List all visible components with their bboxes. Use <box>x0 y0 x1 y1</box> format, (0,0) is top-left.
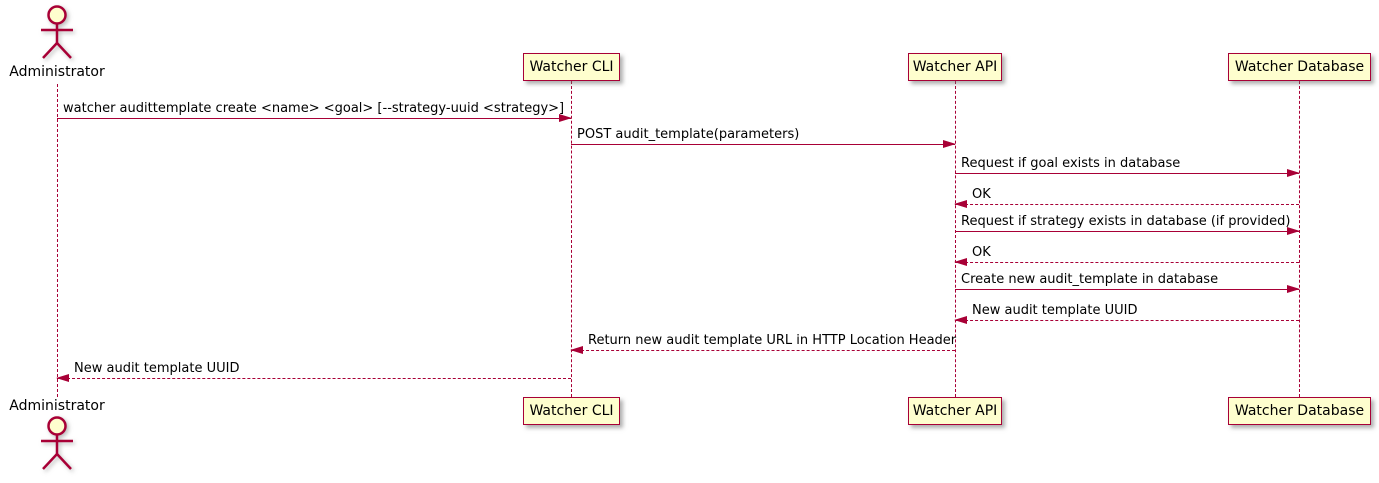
message-arrow <box>954 316 1299 324</box>
participant-label: Watcher API <box>912 59 998 75</box>
message-arrow <box>954 200 1299 208</box>
actor-label-administrator-bottom: Administrator <box>9 398 105 414</box>
message-new-uuid-from-db: New audit template UUID <box>954 303 1299 324</box>
participant-label: Watcher Database <box>1234 403 1365 419</box>
message-label: POST audit_template(parameters) <box>577 127 800 142</box>
message-create-audit-template-db: Create new audit_template in database <box>955 272 1300 293</box>
message-label: Request if strategy exists in database (… <box>961 214 1291 229</box>
message-goal-ok: OK <box>954 187 1299 208</box>
participant-label: Watcher CLI <box>529 403 614 419</box>
message-request-strategy-exists: Request if strategy exists in database (… <box>955 214 1300 235</box>
lifeline-watcher-api <box>955 81 956 397</box>
actor-icon <box>41 5 73 59</box>
actor-icon <box>41 416 73 470</box>
arrowhead-icon <box>56 374 69 382</box>
message-arrow <box>56 374 571 382</box>
arrowhead-icon <box>943 140 956 148</box>
message-arrow <box>954 258 1299 266</box>
arrowhead-icon <box>954 258 967 266</box>
arrowhead-icon <box>1287 285 1300 293</box>
participant-box-watcher-database-top: Watcher Database <box>1228 53 1371 81</box>
message-strategy-ok: OK <box>954 245 1299 266</box>
lifeline-watcher-database <box>1299 81 1300 397</box>
arrowhead-icon <box>954 200 967 208</box>
participant-box-watcher-api-top: Watcher API <box>908 53 1002 81</box>
message-new-uuid-to-admin: New audit template UUID <box>56 361 571 382</box>
participant-box-watcher-database-bottom: Watcher Database <box>1228 397 1371 425</box>
participant-box-watcher-cli-top: Watcher CLI <box>523 53 620 81</box>
message-label: watcher audittemplate create <name> <goa… <box>63 101 565 116</box>
participant-box-watcher-api-bottom: Watcher API <box>908 397 1002 425</box>
arrowhead-icon <box>570 346 583 354</box>
message-label: OK <box>972 187 991 202</box>
actor-label-administrator-top: Administrator <box>9 64 105 80</box>
message-return-url-location-header: Return new audit template URL in HTTP Lo… <box>570 333 957 354</box>
message-label: Return new audit template URL in HTTP Lo… <box>588 333 957 348</box>
message-label: New audit template UUID <box>74 361 240 376</box>
message-arrow <box>570 346 955 354</box>
participant-label: Watcher Database <box>1234 59 1365 75</box>
message-label: OK <box>972 245 991 260</box>
participant-label: Watcher API <box>912 403 998 419</box>
arrowhead-icon <box>1287 227 1300 235</box>
message-arrow <box>955 169 1300 177</box>
message-request-goal-exists: Request if goal exists in database <box>955 156 1300 177</box>
message-post-audit-template: POST audit_template(parameters) <box>571 127 956 148</box>
message-arrow <box>57 114 572 122</box>
participant-label: Watcher CLI <box>529 59 614 75</box>
arrowhead-icon <box>954 316 967 324</box>
arrowhead-icon <box>1287 169 1300 177</box>
lifeline-watcher-cli <box>571 81 572 397</box>
message-arrow <box>955 227 1300 235</box>
arrowhead-icon <box>559 114 572 122</box>
message-arrow <box>571 140 956 148</box>
participant-box-watcher-cli-bottom: Watcher CLI <box>523 397 620 425</box>
lifeline-administrator <box>57 84 58 397</box>
message-label: New audit template UUID <box>972 303 1138 318</box>
message-arrow <box>955 285 1300 293</box>
message-label: Create new audit_template in database <box>961 272 1219 287</box>
message-label: Request if goal exists in database <box>961 156 1181 171</box>
message-create-audittemplate: watcher audittemplate create <name> <goa… <box>57 101 572 122</box>
